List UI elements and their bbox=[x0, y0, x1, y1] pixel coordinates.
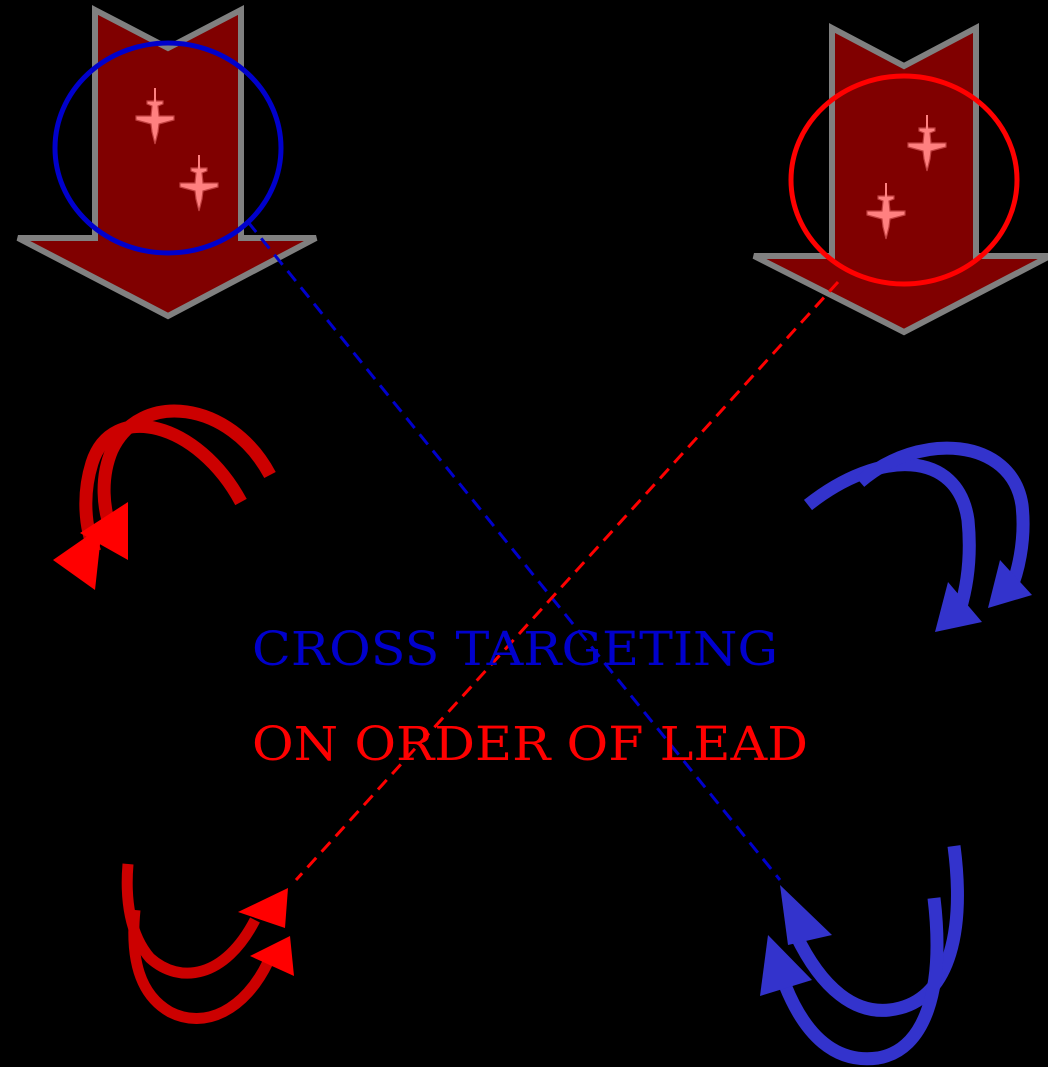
caption-line-2: ON ORDER OF LEAD bbox=[252, 717, 808, 772]
u-turn-arrow-icon bbox=[80, 404, 276, 560]
u-turn-arrow-icon bbox=[803, 458, 982, 632]
formation-arrow-top-right bbox=[752, 23, 1048, 336]
formation-arrow-icon bbox=[16, 5, 318, 320]
u-turn-arrow-icon bbox=[53, 420, 247, 590]
blue-group-ring bbox=[52, 40, 284, 256]
u-turn-arrow-icon bbox=[780, 845, 964, 1017]
u-turn-arrow-icon bbox=[855, 441, 1032, 608]
red-targeting-line bbox=[294, 280, 840, 882]
u-turn-arrows-bottom-left bbox=[121, 863, 294, 1025]
u-turn-arrow-icon bbox=[128, 909, 294, 1025]
u-turn-arrow-icon bbox=[760, 897, 944, 1066]
u-turn-arrow-icon bbox=[121, 863, 288, 979]
u-turn-arrows-top-left bbox=[53, 404, 276, 590]
formation-arrow-top-left bbox=[16, 5, 318, 320]
red-group-ring bbox=[788, 73, 1020, 287]
u-turn-arrows-top-right bbox=[803, 441, 1032, 632]
blue-targeting-line bbox=[246, 221, 782, 881]
caption-line-1: CROSS TARGETING bbox=[252, 622, 778, 677]
u-turn-arrows-bottom-right bbox=[760, 845, 964, 1066]
